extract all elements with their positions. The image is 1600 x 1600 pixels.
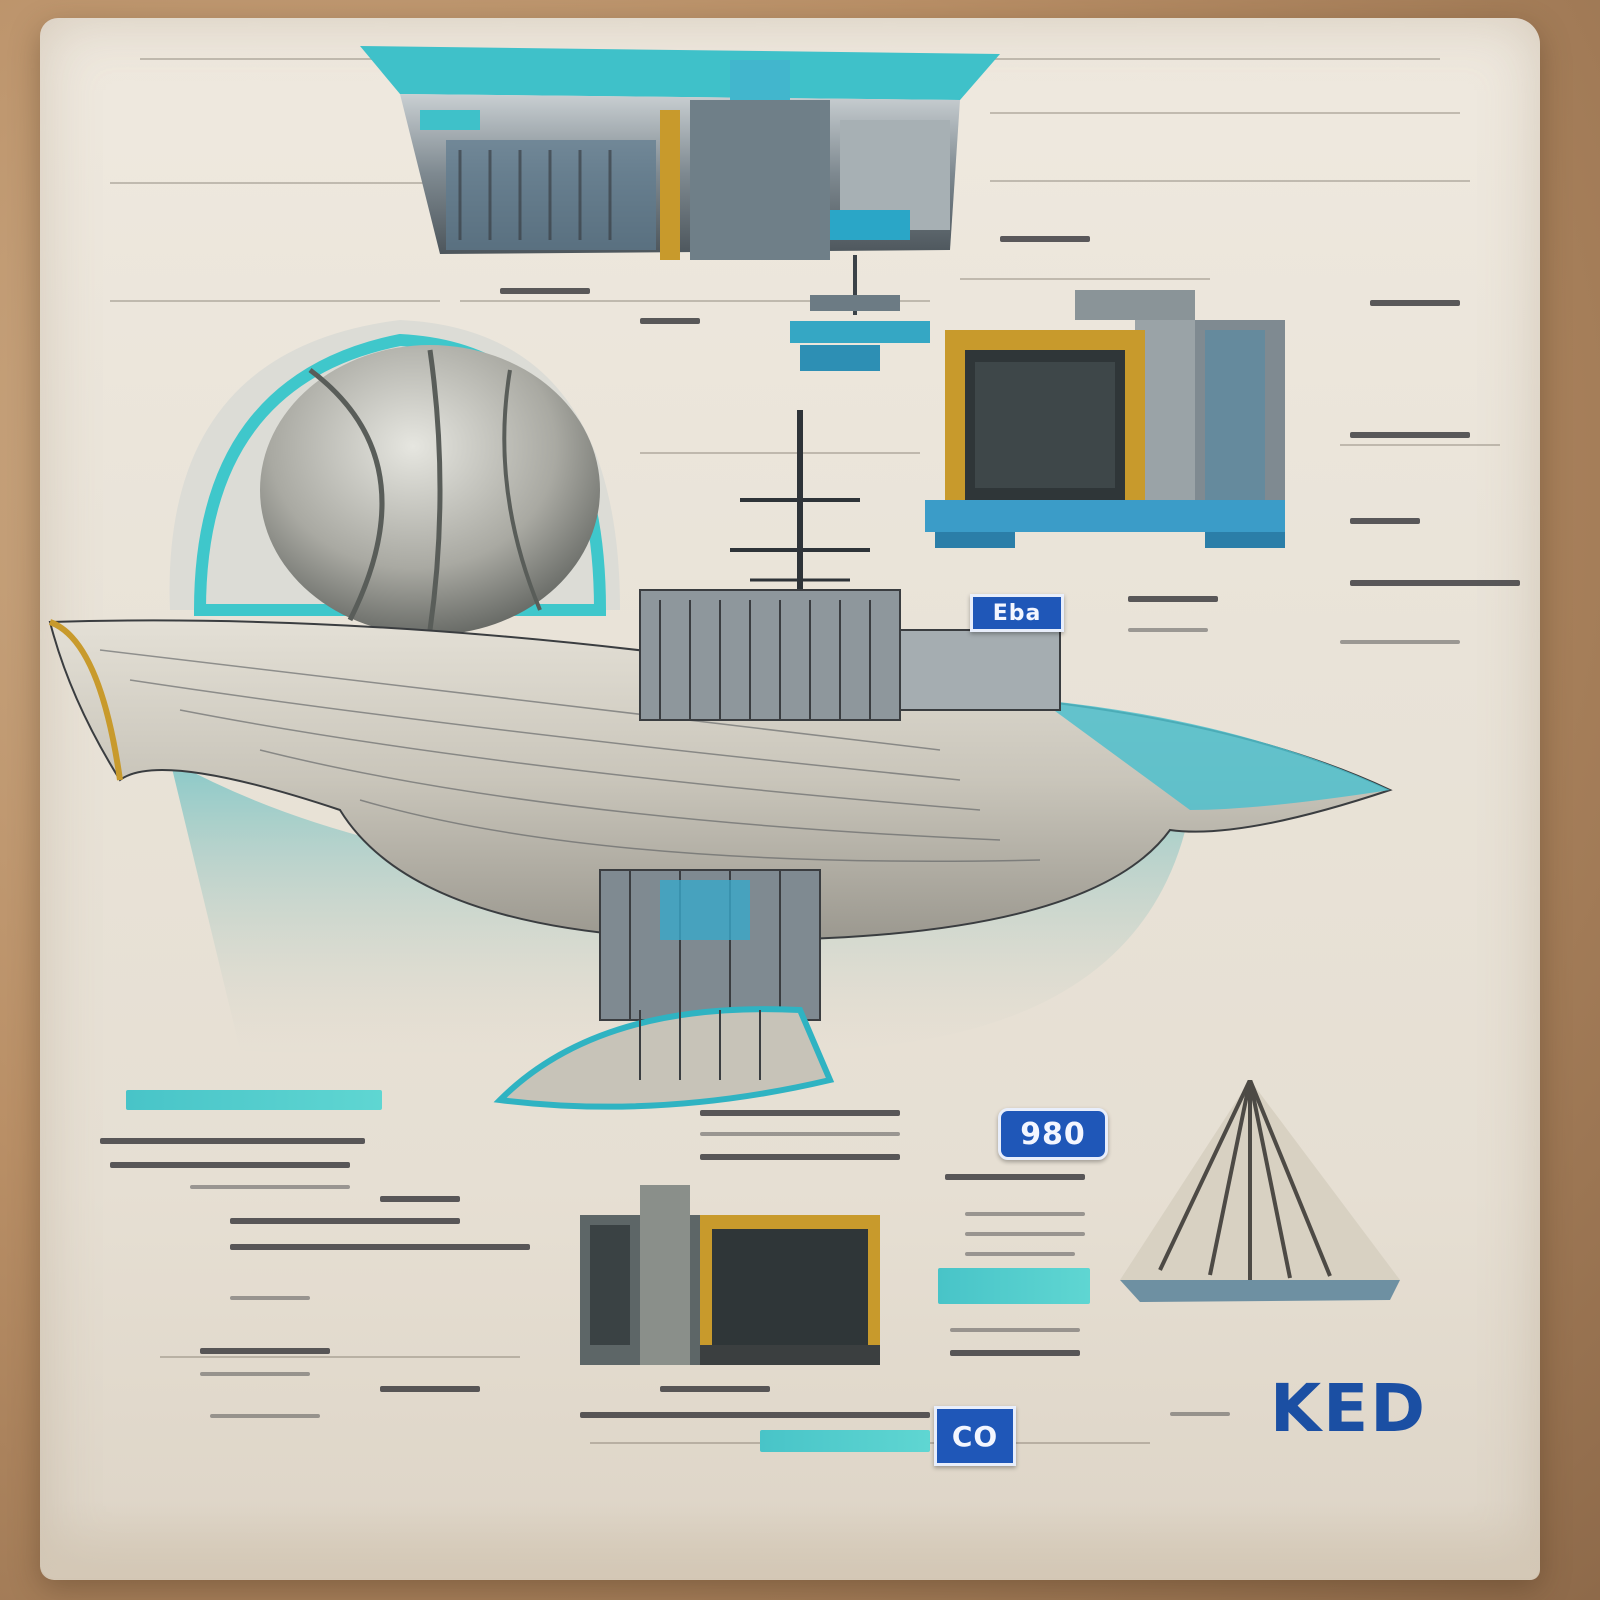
machinery-illustration-top (360, 46, 1000, 260)
dome-illustration (169, 320, 620, 635)
text-scribble (965, 1212, 1085, 1216)
text-scribble (700, 1110, 900, 1116)
ruled-line (990, 180, 1470, 182)
text-scribble (1340, 640, 1460, 644)
text-scribble (500, 288, 590, 294)
ruled-line (1340, 444, 1500, 446)
text-scribble (965, 1232, 1085, 1236)
teal-heading-bar (760, 1430, 930, 1452)
ruled-line (640, 452, 920, 454)
text-scribble (700, 1132, 900, 1136)
text-scribble (700, 1154, 900, 1160)
hanging-rig-illustration (790, 255, 930, 371)
text-scribble (230, 1218, 460, 1224)
text-scribble (1350, 580, 1520, 586)
text-scribble (110, 1162, 350, 1168)
text-scribble (950, 1350, 1080, 1356)
text-scribble (380, 1386, 480, 1392)
text-scribble (660, 1386, 770, 1392)
text-scribble (950, 1328, 1080, 1332)
text-scribble (190, 1185, 350, 1189)
ruled-line (990, 112, 1460, 114)
text-scribble (1350, 432, 1470, 438)
badge-label-middle: 980 (998, 1108, 1108, 1160)
ruled-line (110, 300, 440, 302)
antenna-mast-illustration (730, 410, 870, 610)
vessel-illustration (48, 589, 1393, 1110)
pyramid-sail-illustration (1120, 1080, 1400, 1302)
corner-brand-label: KED (1270, 1370, 1428, 1447)
paper-bottom-edge (40, 1500, 1540, 1580)
text-scribble (1000, 236, 1090, 242)
text-scribble (580, 1412, 930, 1418)
text-scribble (1350, 518, 1420, 524)
ruled-line (110, 182, 440, 184)
text-scribble (230, 1296, 310, 1300)
text-scribble (230, 1244, 530, 1250)
text-scribble (100, 1138, 365, 1144)
text-scribble (965, 1252, 1075, 1256)
text-scribble (210, 1414, 320, 1418)
teal-heading-bar (126, 1090, 382, 1110)
text-scribble (1128, 596, 1218, 602)
text-scribble (945, 1174, 1085, 1180)
ruled-line (460, 300, 930, 302)
ruled-line (960, 278, 1210, 280)
text-scribble (1170, 1412, 1230, 1416)
crt-monitor-illustration-top (925, 290, 1285, 548)
badge-label-top: Eba (970, 594, 1064, 632)
text-scribble (380, 1196, 460, 1202)
text-scribble (640, 318, 700, 324)
text-scribble (200, 1372, 310, 1376)
text-scribble (200, 1348, 330, 1354)
crt-monitor-illustration-bottom (580, 1185, 880, 1365)
ruled-line (160, 1356, 520, 1358)
text-scribble (1370, 300, 1460, 306)
text-scribble (1128, 628, 1208, 632)
teal-heading-bar (938, 1268, 1090, 1304)
badge-label-bottom: CO (934, 1406, 1016, 1466)
